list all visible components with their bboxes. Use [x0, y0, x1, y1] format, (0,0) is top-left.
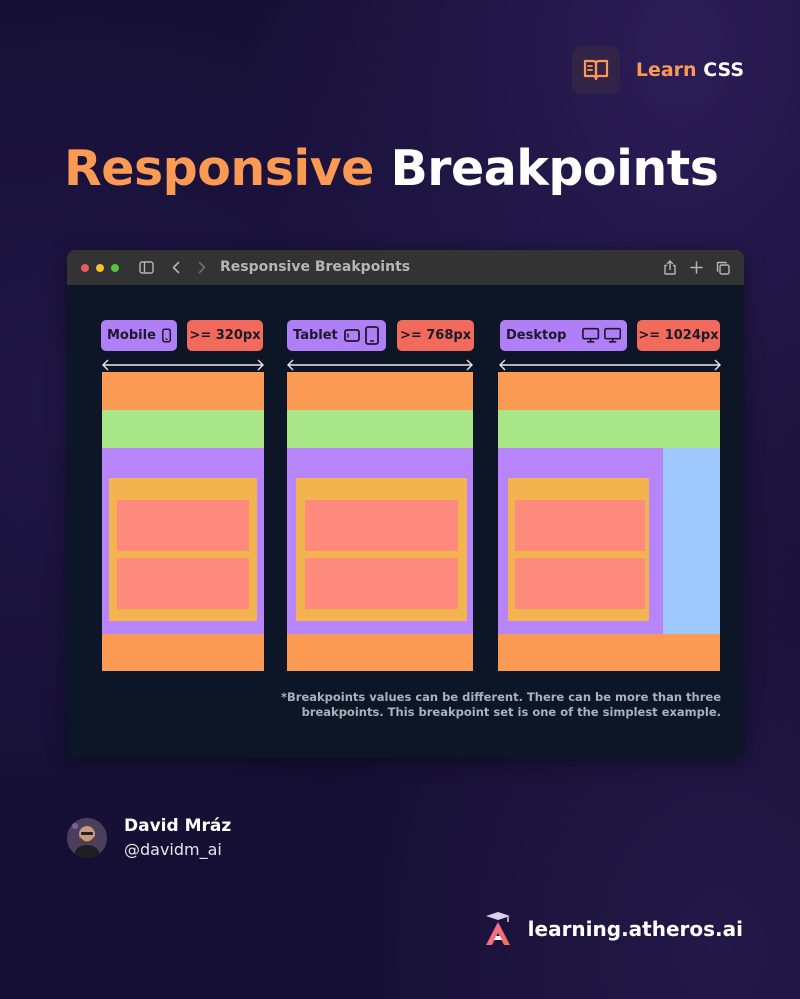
maximize-dot[interactable] [111, 264, 119, 272]
title-rest: Breakpoints [390, 140, 719, 197]
breakpoint-label-mobile: Mobile [101, 320, 177, 351]
breakpoint-name: Mobile [107, 328, 156, 343]
mobile-card-item [117, 558, 249, 609]
desktop-nav [498, 410, 720, 448]
brand: Learn CSS [571, 46, 744, 94]
brand-name: Learn CSS [636, 59, 744, 81]
breakpoint-name: Desktop [506, 328, 567, 343]
breakpoint-value-tablet: >= 768px [397, 320, 474, 351]
tablet-footer [287, 634, 473, 671]
desktop-footer [498, 634, 720, 671]
minimize-dot[interactable] [96, 264, 104, 272]
close-dot[interactable] [81, 264, 89, 272]
author: David Mráz @davidm_ai [67, 816, 231, 859]
desktop-card-item [515, 500, 645, 551]
page-title: Responsive Breakpoints [64, 140, 719, 197]
title-highlight: Responsive [64, 140, 374, 197]
breakpoint-value: >= 768px [399, 328, 472, 343]
back-icon[interactable] [172, 261, 180, 274]
width-arrow [499, 359, 721, 371]
open-book-icon [571, 46, 620, 94]
sidebar-icon[interactable] [139, 261, 154, 274]
breakpoint-label-desktop: Desktop [500, 320, 627, 351]
tablet-card-item [305, 500, 458, 551]
brand-word-css: CSS [703, 59, 744, 81]
author-handle: @davidm_ai [124, 840, 222, 859]
desktop-sidebar [663, 448, 720, 634]
site-url[interactable]: learning.atheros.ai [527, 917, 743, 941]
tablet-landscape-icon [343, 329, 360, 342]
breakpoint-value: >= 1024px [638, 328, 719, 343]
site-link[interactable]: learning.atheros.ai [484, 912, 743, 946]
brand-word-learn: Learn [635, 59, 697, 81]
avatar [67, 817, 107, 858]
footnote-line: breakpoints. This breakpoint set is one … [301, 705, 721, 719]
width-arrow [102, 359, 264, 371]
window-title: Responsive Breakpoints [220, 259, 411, 275]
breakpoint-value-mobile: >= 320px [187, 320, 263, 351]
mobile-footer [102, 634, 264, 671]
share-icon[interactable] [663, 260, 677, 275]
mobile-header [102, 372, 264, 410]
tablet-card-item [305, 558, 458, 609]
forward-icon[interactable] [198, 261, 206, 274]
tablet-nav [287, 410, 473, 448]
author-name: David Mráz [124, 816, 232, 836]
plus-icon[interactable] [690, 261, 703, 274]
footnote: *Breakpoints values can be different. Th… [281, 690, 721, 720]
footnote-line: *Breakpoints values can be different. Th… [281, 690, 721, 704]
breakpoint-name: Tablet [293, 328, 338, 343]
breakpoint-value: >= 320px [189, 328, 261, 343]
width-arrow [287, 359, 473, 371]
tablet-header [287, 372, 473, 410]
desktop-header [498, 372, 720, 410]
monitor-icon [582, 327, 600, 343]
atheros-logo-icon [485, 912, 510, 945]
phone-icon [161, 328, 171, 343]
mobile-card-item [117, 500, 249, 551]
browser-window: Responsive Breakpoints Mobile >= 320px T… [67, 250, 744, 758]
window-toolbar: Responsive Breakpoints [67, 250, 744, 285]
mobile-nav [102, 410, 264, 448]
breakpoint-label-tablet: Tablet [287, 320, 386, 351]
tablet-portrait-icon [364, 326, 379, 345]
monitor-icon [603, 327, 621, 343]
tabs-icon[interactable] [716, 261, 730, 275]
breakpoint-value-desktop: >= 1024px [637, 320, 720, 351]
desktop-card-item [515, 558, 645, 609]
